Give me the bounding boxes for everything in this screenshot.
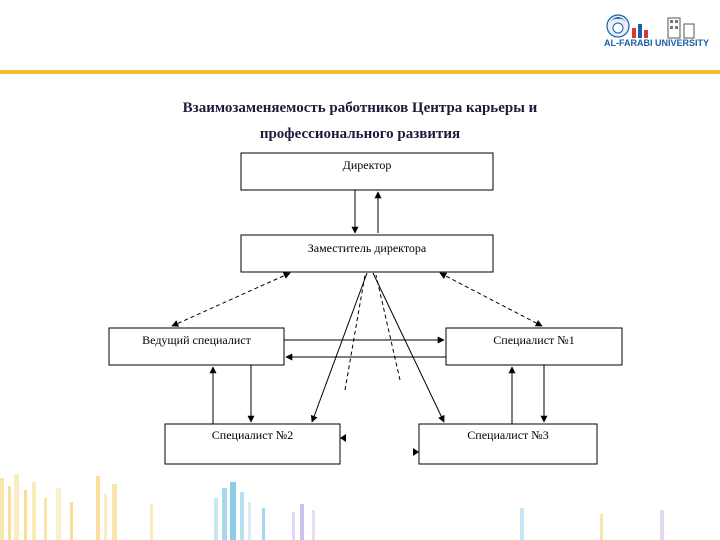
node-director-box [240, 152, 494, 191]
logo-wordmark: AL-FARABI UNIVERSITY [604, 38, 710, 48]
arrow-spec3-to-spec2 [340, 434, 346, 442]
title-line-1: Взаимозаменяемость работников Центра кар… [182, 100, 538, 116]
node-deputy-label: Заместитель директора [307, 241, 427, 255]
node-spec1-label: Специалист №1 [493, 333, 575, 347]
arrow-deputy-to-spec3 [372, 272, 445, 423]
title-line-2: профессионального развития [259, 126, 461, 142]
arrow-spec3-to-deputy [375, 274, 401, 381]
node-deputy-box [240, 234, 494, 273]
arrow-deputy-to-spec2 [310, 272, 368, 423]
node-spec3-box [418, 423, 598, 465]
node-director-label: Директор [342, 158, 392, 172]
org-diagram [108, 152, 623, 465]
node-spec3-label: Специалист №3 [467, 428, 549, 442]
arrow-spec2-to-spec3 [413, 448, 419, 456]
node-spec2-label: Специалист №2 [211, 428, 294, 442]
node-lead-box [108, 327, 285, 366]
arrow-deputy-to-spec1 [439, 272, 543, 327]
node-spec2-box [164, 423, 341, 465]
arrow-spec2-to-deputy [344, 274, 366, 391]
node-lead-label: Ведущий специалист [142, 333, 251, 347]
decorative-stripes [0, 474, 664, 540]
accent-bar [0, 70, 720, 74]
page-title: Взаимозаменяемость работников Центра кар… [100, 95, 620, 147]
arrow-deputy-to-lead [171, 272, 291, 327]
node-spec1-box [445, 327, 623, 366]
university-logo [606, 14, 695, 39]
